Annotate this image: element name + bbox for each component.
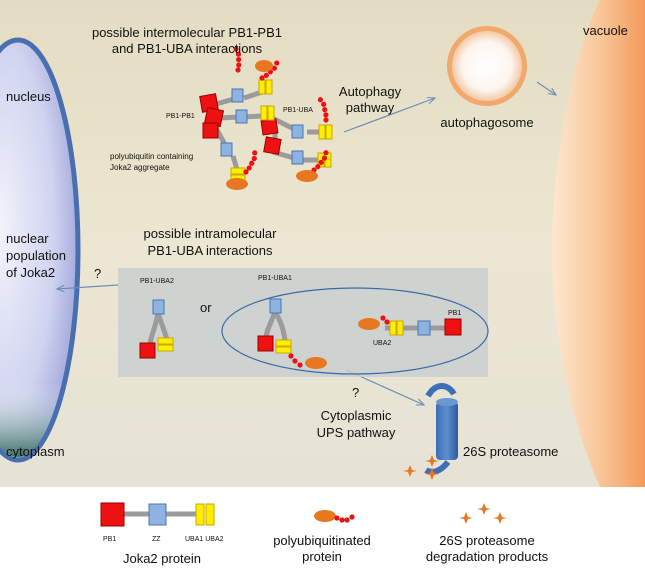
pb1-uba-label: PB1-UBA: [283, 107, 313, 114]
intermolecular-title-line-2: and PB1-UBA interactions: [112, 41, 263, 56]
aggregate-label-line-2: Joka2 aggregate: [110, 163, 170, 172]
legend-zz-swatch: [148, 503, 167, 526]
intramolecular-title-line-2: PB1-UBA interactions: [147, 243, 273, 258]
legend-pb1-swatch: [100, 502, 125, 527]
legend-pb1-label: PB1: [103, 536, 116, 543]
vacuole-arrow: [536, 81, 556, 95]
aggregate-label-line-1: polyubiquitin containing: [110, 152, 193, 161]
ups-question-mark: ?: [352, 385, 359, 400]
nuclear-population-line-2: population: [6, 248, 66, 263]
autophagosome-label: autophagosome: [440, 115, 533, 130]
or-label: or: [200, 300, 212, 315]
pb1-uba2-molecule: [139, 299, 174, 359]
ups-pathway-line-2: UPS pathway: [317, 425, 396, 440]
legend: PB1 ZZ UBA1 UBA2 Joka2 protein polyubiqu…: [100, 502, 549, 566]
degradation-products: [403, 455, 439, 480]
vacuole-label: vacuole: [583, 23, 628, 38]
autophagosome: [447, 26, 527, 106]
legend-uba1-swatch: [195, 503, 205, 526]
uba2-linear-molecule: [358, 315, 462, 336]
nucleus: [0, 37, 81, 463]
legend-products-line-1: 26S proteasome: [439, 533, 534, 548]
pb1-uba1-label: PB1-UBA1: [258, 275, 292, 282]
legend-joka2-label: Joka2 protein: [123, 551, 201, 566]
legend-polyub-icon: [314, 510, 355, 523]
autophagy-pathway-line-1: Autophagy: [339, 84, 402, 99]
cytoplasm-region: [0, 0, 645, 487]
enclosing-ellipse: [221, 287, 489, 375]
nucleus-label: nucleus: [6, 89, 51, 104]
pb1-linear-label: PB1: [448, 310, 461, 317]
ups-pathway-line-1: Cytoplasmic: [321, 408, 392, 423]
legend-uba-label: UBA1 UBA2: [185, 536, 224, 543]
legend-polyub-line-1: polyubiquitinated: [273, 533, 371, 548]
autophagy-pathway-line-2: pathway: [346, 100, 395, 115]
proteasome: [424, 383, 458, 475]
legend-polyub-line-2: protein: [302, 549, 342, 564]
cytoplasm-label: cytoplasm: [6, 444, 65, 459]
legend-zz-label: ZZ: [152, 536, 161, 543]
intramolecular-title-line-1: possible intramolecular: [144, 226, 278, 241]
vacuole: [552, 0, 645, 487]
nuclear-arrow: [57, 284, 119, 289]
uba2-label: UBA2: [373, 340, 391, 347]
pb1-uba2-label: PB1-UBA2: [140, 278, 174, 285]
legend-products-icon: [459, 503, 507, 524]
proteasome-label: 26S proteasome: [463, 444, 558, 459]
nuclear-population-line-1: nuclear: [6, 231, 49, 246]
legend-products-line-2: degradation products: [426, 549, 549, 564]
legend-background: [0, 487, 645, 569]
pb1-pb1-label: PB1-PB1: [166, 113, 195, 120]
joka2-aggregate: [199, 45, 335, 190]
nuclear-question-mark: ?: [94, 266, 101, 281]
legend-uba2-swatch: [205, 503, 215, 526]
autophagy-arrow: [343, 98, 435, 133]
nuclear-population-line-3: of Joka2: [6, 265, 55, 280]
pb1-uba1-molecule: [257, 298, 327, 369]
intermolecular-title-line-1: possible intermolecular PB1-PB1: [92, 25, 282, 40]
